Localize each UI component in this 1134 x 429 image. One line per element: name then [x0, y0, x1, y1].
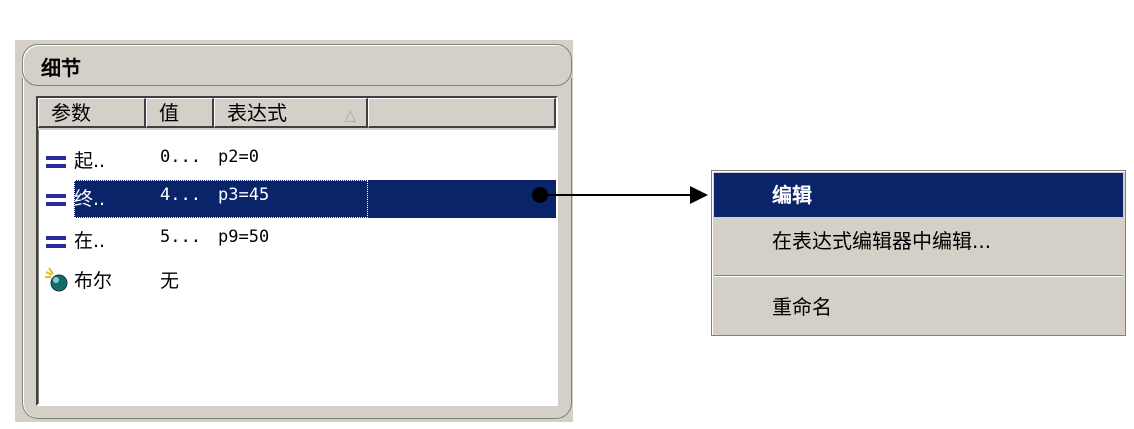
equals-icon: [46, 184, 68, 212]
boolean-icon: [45, 267, 68, 292]
param-name: 终..: [74, 188, 106, 210]
param-expression: p3=45: [218, 185, 270, 205]
arrow-right-icon: [690, 186, 708, 204]
column-header-expression[interactable]: 表达式 △: [214, 98, 368, 128]
list-item-selected[interactable]: 终.. 4... p3=45: [38, 180, 556, 218]
column-header-empty: [368, 98, 556, 128]
details-group-frame: [22, 78, 572, 419]
equals-icon: [46, 146, 68, 174]
param-value: 5...: [160, 227, 201, 247]
callout-arrow-line: [548, 194, 692, 196]
list-header: 参数 值 表达式 △: [38, 98, 556, 130]
column-header-parameter[interactable]: 参数: [38, 98, 146, 128]
list-item[interactable]: 起.. 0... p2=0: [38, 142, 556, 180]
param-value: 4...: [160, 185, 201, 205]
sort-ascending-icon: △: [344, 106, 356, 124]
list-item[interactable]: 在.. 5... p9=50: [38, 222, 556, 260]
selection-highlight: [74, 180, 556, 218]
callout-dot: [532, 187, 548, 203]
param-value: 无: [160, 270, 180, 292]
param-name: 起..: [74, 150, 106, 172]
parameter-list[interactable]: 参数 值 表达式 △ 起.. 0... p2=0 终.. 4... p3=45 …: [36, 96, 558, 406]
menu-item-rename[interactable]: 重命名: [772, 295, 832, 319]
details-group-header[interactable]: 细节: [22, 44, 572, 86]
param-expression: p2=0: [218, 147, 259, 167]
context-menu: 编辑 在表达式编辑器中编辑... 重命名: [711, 170, 1126, 336]
equals-icon: [46, 226, 68, 254]
param-expression: p9=50: [218, 227, 270, 247]
details-group-title: 细节: [41, 56, 81, 80]
column-header-expression-label: 表达式: [227, 101, 287, 125]
list-item[interactable]: 布尔 无: [38, 262, 556, 300]
column-header-value[interactable]: 值: [146, 98, 214, 128]
focus-rectangle: [74, 180, 368, 218]
menu-item-edit-in-expression-editor[interactable]: 在表达式编辑器中编辑...: [772, 229, 992, 253]
param-name: 在..: [74, 230, 106, 252]
param-value: 0...: [160, 147, 201, 167]
menu-item-edit[interactable]: 编辑: [714, 173, 1123, 217]
menu-separator: [714, 275, 1123, 277]
param-name: 布尔: [74, 270, 113, 292]
